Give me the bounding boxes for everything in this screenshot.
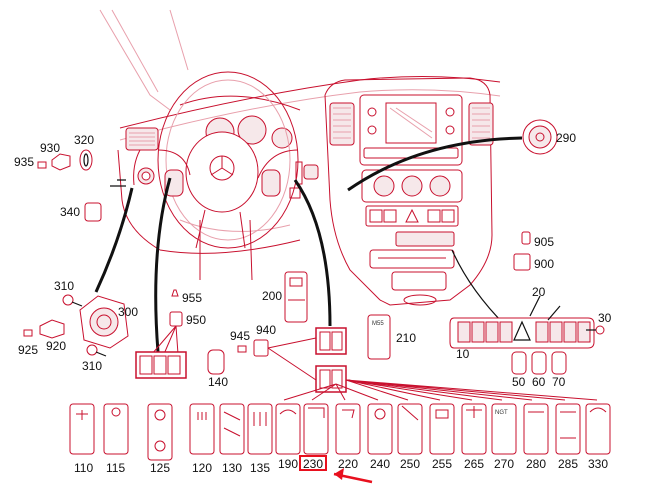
dashboard-outline — [99, 9, 501, 306]
label-905: 905 — [534, 235, 554, 249]
label-190: 190 — [278, 457, 298, 471]
label-250: 250 — [400, 457, 420, 471]
part-905 — [521, 231, 531, 245]
label-925: 925 — [18, 343, 38, 357]
label-940: 940 — [256, 323, 276, 337]
part-210: M55 — [367, 314, 391, 360]
bottom-switch-row: NGT — [69, 403, 611, 461]
label-255: 255 — [432, 457, 452, 471]
part-340 — [84, 202, 102, 222]
label-310b: 310 — [82, 359, 102, 373]
part-200 — [284, 271, 308, 323]
part-320 — [79, 149, 93, 171]
callout-arrows — [94, 136, 523, 353]
part-955 — [171, 289, 179, 297]
screw-310a — [62, 294, 83, 307]
label-230: 230 — [303, 457, 323, 471]
label-945: 945 — [230, 329, 250, 343]
hazard-triangle-icon — [513, 320, 531, 341]
part-labels: 930 320 935 340 290 310 300 925 920 310 … — [14, 131, 612, 475]
mercedes-star-icon — [209, 155, 235, 181]
label-20: 20 — [532, 285, 546, 299]
label-200: 200 — [262, 289, 282, 303]
label-110: 110 — [74, 461, 93, 475]
label-920: 920 — [46, 339, 66, 353]
part-270-text: NGT — [495, 410, 508, 416]
label-310a: 310 — [54, 279, 74, 293]
label-50: 50 — [512, 375, 526, 389]
label-270: 270 — [494, 457, 514, 471]
part-300-ignition — [79, 295, 129, 349]
switch-pair-upper — [315, 327, 347, 355]
fan-lines — [283, 379, 598, 401]
part-935 — [37, 161, 47, 169]
label-210: 210 — [396, 331, 416, 345]
label-125: 125 — [150, 461, 170, 475]
label-300: 300 — [118, 305, 138, 319]
part-950 — [169, 311, 183, 327]
screw-310b — [86, 344, 107, 357]
part-210-text: M55 — [372, 321, 384, 327]
part-10-control-panel — [449, 317, 595, 349]
red-arrow-icon — [333, 468, 373, 484]
part-920 — [39, 319, 65, 339]
label-285: 285 — [558, 457, 578, 471]
label-60: 60 — [532, 375, 546, 389]
label-220: 220 — [338, 457, 358, 471]
label-280: 280 — [526, 457, 546, 471]
label-320: 320 — [74, 133, 94, 147]
label-115: 115 — [106, 461, 125, 475]
label-120: 120 — [192, 461, 212, 475]
label-130: 130 — [222, 461, 242, 475]
switch-block-left — [135, 351, 187, 379]
screw-30 — [586, 325, 605, 335]
highlight-box-230 — [299, 455, 327, 471]
part-50 — [511, 351, 527, 375]
part-930 — [51, 153, 71, 171]
label-10: 10 — [456, 347, 470, 361]
label-135: 135 — [250, 461, 270, 475]
label-950: 950 — [186, 313, 206, 327]
steering-wheel — [157, 71, 299, 281]
part-140 — [207, 349, 225, 375]
label-290: 290 — [556, 131, 576, 145]
switch-pair-lower — [315, 365, 347, 393]
label-70: 70 — [552, 375, 566, 389]
label-265: 265 — [464, 457, 484, 471]
part-290-knob — [522, 119, 558, 155]
label-935: 935 — [14, 155, 34, 169]
label-900: 900 — [534, 257, 554, 271]
label-930: 930 — [40, 141, 60, 155]
label-340: 340 — [60, 205, 80, 219]
hazard-switch-icon — [405, 208, 419, 223]
label-30: 30 — [598, 311, 612, 325]
label-140: 140 — [208, 375, 228, 389]
part-900 — [513, 253, 531, 271]
label-330: 330 — [588, 457, 608, 471]
label-240: 240 — [370, 457, 390, 471]
part-945 — [237, 345, 247, 353]
part-925 — [23, 329, 33, 337]
label-955: 955 — [182, 291, 202, 305]
part-70 — [551, 351, 567, 375]
part-940 — [253, 339, 269, 357]
part-60 — [531, 351, 547, 375]
